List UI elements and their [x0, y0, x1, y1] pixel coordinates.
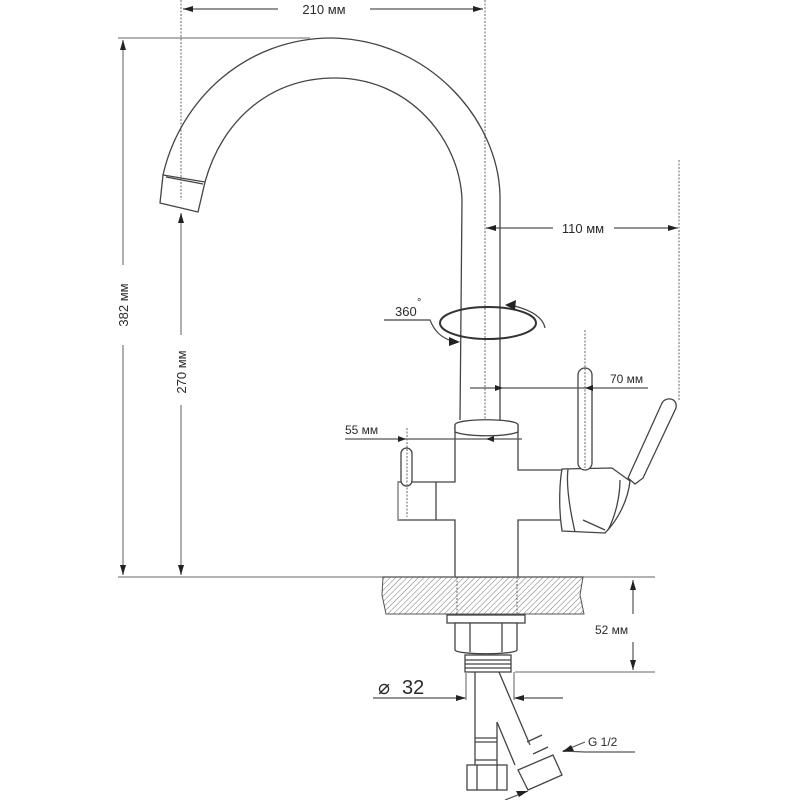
width-total-label: 210 мм [302, 2, 345, 17]
body-housing [397, 424, 571, 578]
connection-thread-label: G 1/2 [588, 735, 618, 749]
height-total-label: 382 мм [116, 283, 131, 326]
countertop-section [381, 576, 585, 615]
spout-collar [454, 419, 519, 437]
arrow-right-icon [398, 436, 406, 442]
arrow-left-icon [514, 695, 524, 701]
dimension-left-handle-offset: 55 мм [345, 423, 522, 442]
rotation-arrow-icon [449, 337, 460, 346]
arrow-icon [516, 791, 528, 797]
dimension-mount-depth: 52 мм [595, 580, 636, 670]
mixer-lever[interactable] [627, 398, 677, 485]
dimension-width-total: 210 мм [183, 2, 483, 17]
supply-hoses [466, 671, 563, 791]
arrow-right-icon [456, 695, 466, 701]
rotation-label: 360 [395, 304, 417, 319]
hole-diameter-label: 32 [402, 677, 424, 699]
mixer-cartridge [559, 330, 677, 534]
left-handle-offset-label: 55 мм [345, 423, 378, 437]
countertop-hatch [381, 576, 585, 615]
arrow-right-icon [495, 385, 503, 391]
arrow-right-icon [668, 225, 678, 231]
right-hose-nut [517, 754, 563, 791]
dimension-spout-height: 270 мм [174, 213, 189, 575]
left-filter-handle [400, 428, 413, 517]
dimension-hole-diameter: ⌀ 32 [373, 672, 563, 701]
arrow-right-icon [473, 6, 483, 12]
arrow-left-icon [486, 225, 496, 231]
rotation-arrow-icon [505, 300, 516, 310]
dimension-lever-reach: 110 мм [486, 221, 678, 236]
washer [446, 614, 526, 624]
spout-height-label: 270 мм [174, 350, 189, 393]
arrow-left-icon [585, 385, 593, 391]
spout-outer-contour [162, 37, 501, 420]
filter-lever-offset-label: 70 мм [610, 372, 643, 386]
rotation-leader-line [384, 319, 456, 343]
mounting-nut [454, 622, 518, 655]
spout-inner-contour [204, 77, 463, 421]
cartridge-housing [559, 467, 631, 534]
arrow-left-icon [183, 6, 193, 12]
arrow-down-icon [120, 565, 126, 575]
dimension-height-total: 382 мм [116, 40, 131, 575]
arrow-down-icon [630, 660, 636, 670]
lever-reach-label: 110 мм [562, 221, 604, 236]
arrow-up-icon [120, 40, 126, 50]
spout [159, 37, 501, 421]
rotation-indicator: 360 ° [384, 297, 546, 346]
degree-symbol: ° [417, 297, 421, 309]
extension-lines [118, 0, 680, 673]
arrow-up-icon [630, 580, 636, 590]
dimension-connection-thread: G 1/2 [504, 735, 635, 800]
faucet-body [397, 419, 571, 578]
left-hose-nut [466, 764, 508, 791]
dimension-filter-lever-offset: 70 мм [470, 372, 648, 391]
arrow-up-icon [178, 213, 184, 223]
arrow-left-icon [486, 436, 494, 442]
aerator [159, 174, 206, 213]
rotation-ellipse [439, 306, 537, 340]
arrow-icon [562, 745, 574, 752]
arrow-down-icon [178, 565, 184, 575]
mounting-hardware [446, 614, 526, 673]
mount-depth-label: 52 мм [595, 623, 628, 637]
diameter-symbol: ⌀ [378, 677, 390, 699]
